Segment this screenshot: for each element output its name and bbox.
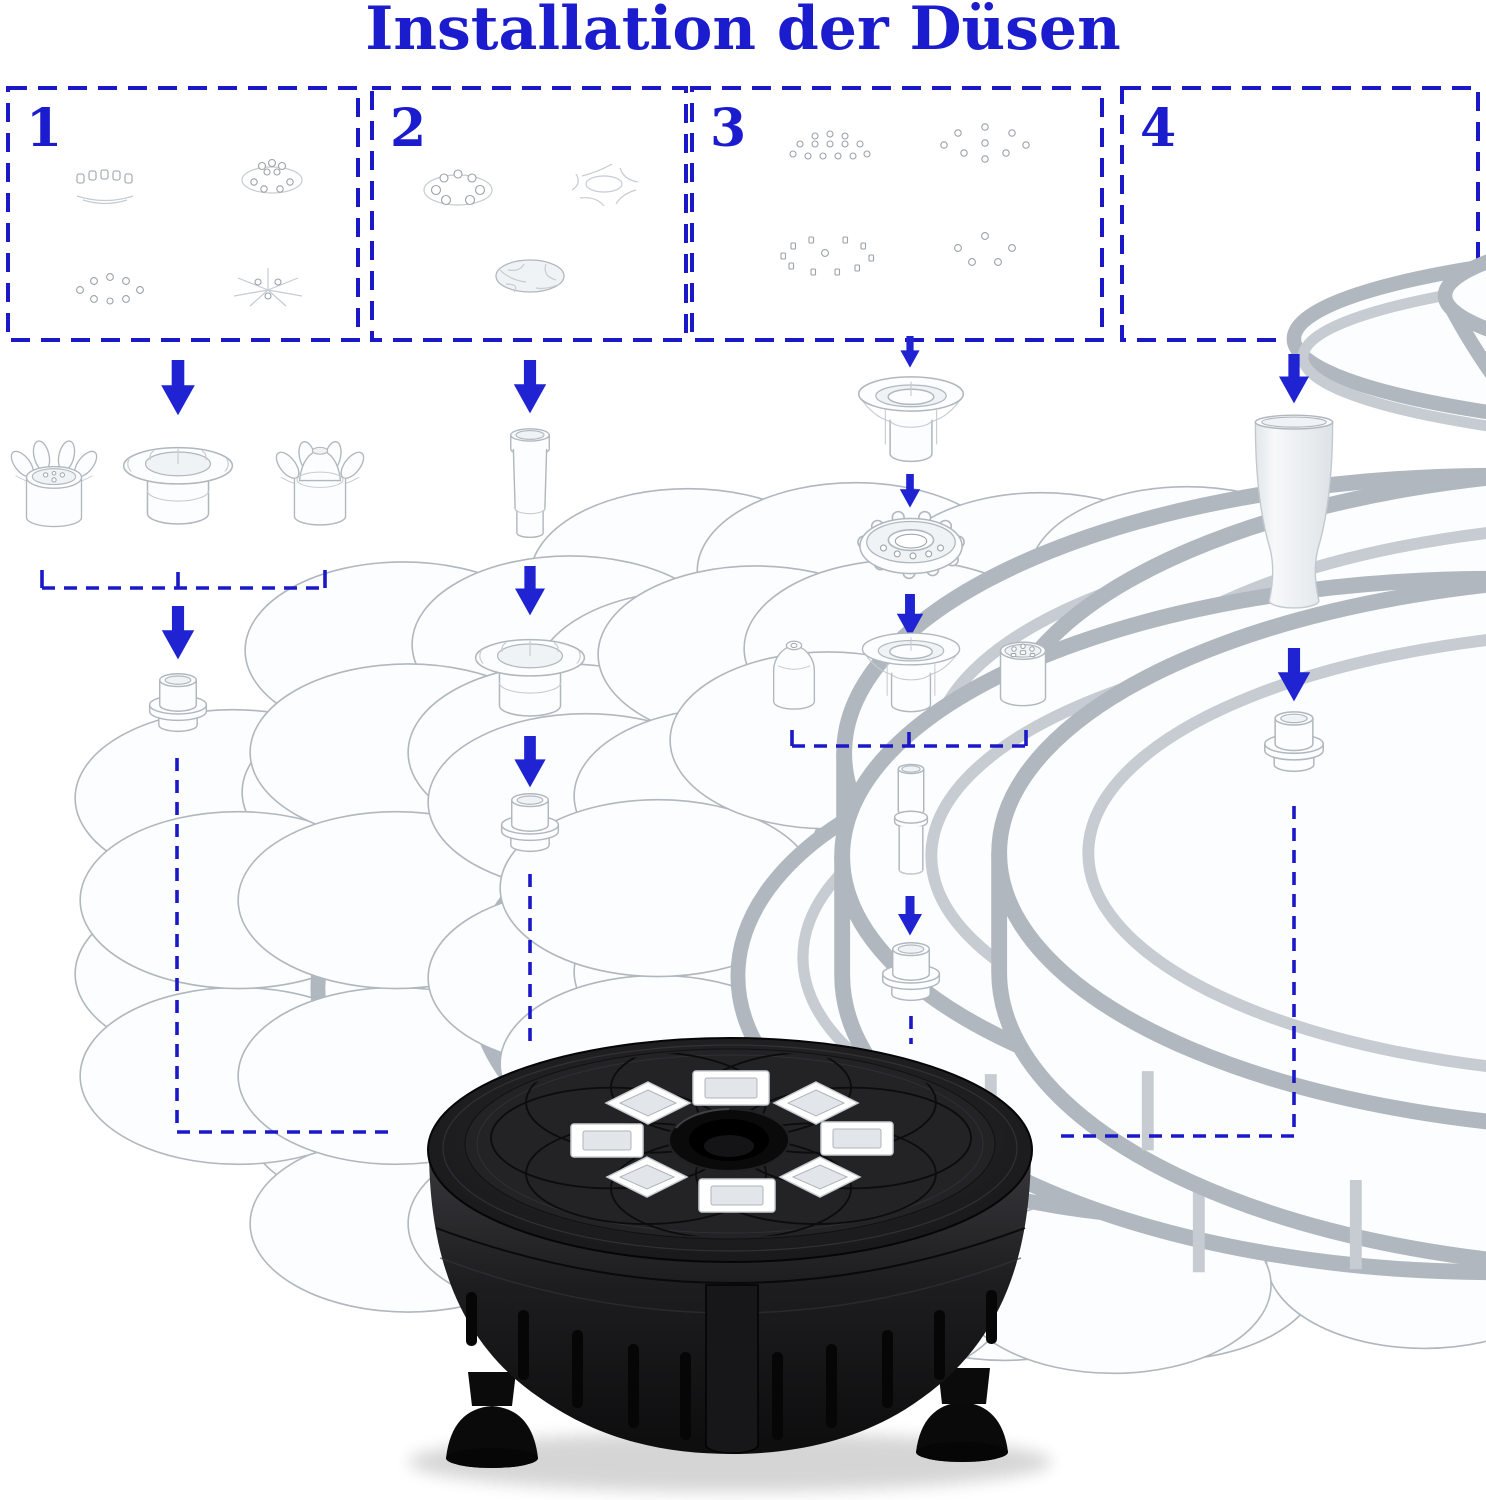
group-number-2: 2 bbox=[390, 98, 426, 159]
solar-fountain-pump bbox=[408, 1037, 1052, 1492]
petal-nozzle-detail bbox=[233, 268, 303, 307]
group-number-4: 4 bbox=[1140, 98, 1176, 159]
group-box-3 bbox=[690, 86, 1104, 342]
outlet-connector-icon bbox=[148, 673, 208, 733]
group-number-3: 3 bbox=[710, 98, 746, 159]
pump-seam-line bbox=[435, 1227, 1026, 1284]
pump-rim-line bbox=[442, 1044, 1018, 1252]
crown-adapter-flat-icon bbox=[6, 438, 102, 528]
pump-front-tab bbox=[705, 1284, 759, 1454]
pump-face-line bbox=[476, 1054, 984, 1234]
riser-tube-icon bbox=[509, 428, 551, 539]
funnel-adapter-icon bbox=[857, 376, 965, 463]
pump-outlet-socket bbox=[668, 1108, 790, 1172]
disc-nozzle-detail bbox=[789, 130, 871, 160]
route-line-to-pump bbox=[1053, 806, 1296, 1138]
suction-foot bbox=[916, 1368, 1008, 1462]
straight-tube-icon bbox=[893, 763, 929, 875]
petal-nozzle-detail bbox=[241, 158, 303, 194]
petal-nozzle-detail bbox=[76, 273, 144, 305]
swirl-nozzle-detail bbox=[423, 169, 493, 206]
page-title: Installation der Düsen bbox=[365, 0, 1121, 64]
pump-vents bbox=[466, 1290, 997, 1440]
option-bracket-ticks bbox=[790, 730, 1028, 746]
group-number-1: 1 bbox=[26, 98, 62, 159]
crown-adapter-ring-icon bbox=[122, 446, 234, 525]
crown-adapter-dome-icon bbox=[271, 439, 369, 526]
disc-nozzle-detail bbox=[940, 123, 1030, 163]
arrow-down-icon bbox=[161, 360, 195, 416]
pump-shadow bbox=[408, 1432, 1052, 1492]
group-box-2 bbox=[370, 86, 688, 342]
multi-jet-cylinder-icon bbox=[999, 641, 1047, 707]
disc-nozzle-detail bbox=[954, 232, 1016, 266]
route-line-to-pump bbox=[175, 758, 392, 1134]
suction-foot bbox=[446, 1372, 538, 1468]
swirl-nozzle-detail bbox=[495, 259, 565, 293]
pump-led-ring bbox=[570, 1070, 894, 1213]
swirl-nozzle-detail bbox=[571, 163, 639, 207]
arrow-down-icon bbox=[513, 360, 547, 414]
option-bracket-ticks bbox=[40, 570, 327, 588]
disc-nozzle-detail bbox=[780, 236, 875, 276]
arrow-down-icon bbox=[161, 606, 195, 660]
petal-nozzle-detail bbox=[76, 169, 134, 205]
